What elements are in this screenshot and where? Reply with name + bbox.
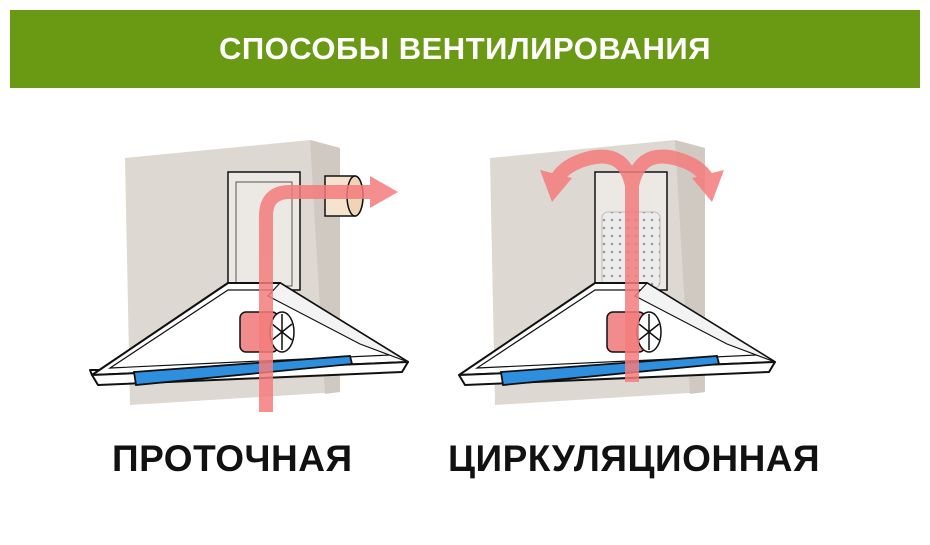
- caption-recirculation: ЦИРКУЛЯЦИОННАЯ: [448, 438, 821, 479]
- recirculation-hood-diagram: [458, 140, 776, 405]
- airflow-arrow: [259, 176, 398, 412]
- airflow-arrow: [540, 149, 724, 382]
- flow-through-hood-diagram: [89, 140, 409, 412]
- banner-title: СПОСОБЫ ВЕНТИЛИРОВАНИЯ: [218, 31, 711, 66]
- title-banner: СПОСОБЫ ВЕНТИЛИРОВАНИЯ: [10, 10, 920, 88]
- caption-flow-through: ПРОТОЧНАЯ: [112, 438, 353, 479]
- light-strip-left: [132, 355, 354, 386]
- light-strip-right: [499, 355, 721, 386]
